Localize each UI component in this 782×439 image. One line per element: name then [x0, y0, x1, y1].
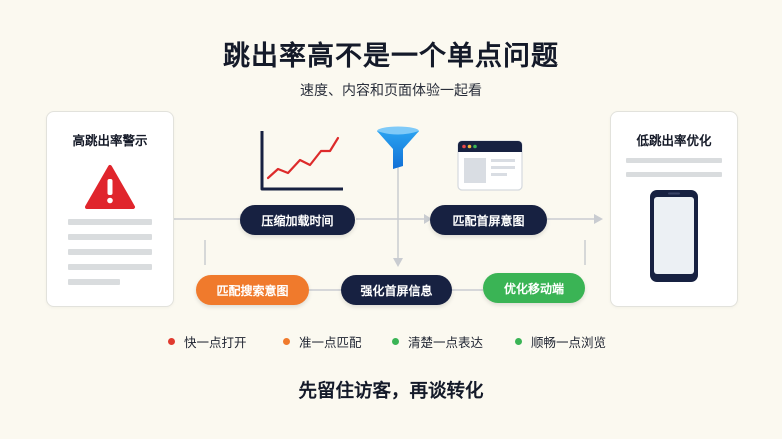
line-chart-icon	[260, 131, 343, 191]
right-card-title: 低跳出率优化	[636, 133, 712, 148]
node-match-above-fold-intent: 匹配首屏意图	[430, 205, 547, 235]
left-card: 高跳出率警示	[46, 111, 174, 307]
node-optimize-mobile: 优化移动端	[483, 273, 585, 303]
smartphone-icon	[650, 190, 698, 282]
legend-label: 快一点打开	[184, 334, 247, 350]
funnel-icon	[377, 126, 419, 169]
legend-item-accurate-match: 准一点匹配	[283, 333, 362, 350]
node-strengthen-above-fold-info: 强化首屏信息	[341, 275, 452, 305]
text-placeholder-line	[626, 158, 722, 163]
text-placeholder-line	[68, 264, 152, 270]
legend-dot	[283, 337, 290, 345]
legend-label: 清楚一点表达	[408, 334, 484, 350]
legend-dot	[392, 337, 399, 345]
legend-label: 准一点匹配	[299, 334, 362, 350]
browser-window-icon	[457, 140, 523, 191]
node-compress-load-time: 压缩加载时间	[240, 205, 355, 235]
legend-dot	[515, 337, 522, 345]
page-title: 跳出率高不是一个单点问题	[223, 41, 559, 72]
text-placeholder-line	[68, 279, 120, 285]
page-subtitle: 速度、内容和页面体验一起看	[300, 83, 482, 99]
legend-item-fast-open: 快一点打开	[168, 333, 247, 350]
warning-icon	[85, 165, 135, 209]
legend-dot	[168, 337, 175, 345]
footer-tagline: 先留住访客，再谈转化	[298, 381, 484, 402]
legend-label: 顺畅一点浏览	[531, 334, 607, 350]
text-placeholder-line	[68, 219, 152, 225]
legend-item-clear-expression: 清楚一点表达	[392, 333, 484, 350]
legend-item-smooth-browsing: 顺畅一点浏览	[515, 333, 607, 350]
text-placeholder-line	[68, 249, 152, 255]
right-card: 低跳出率优化	[610, 111, 738, 307]
left-card-title: 高跳出率警示	[72, 133, 148, 148]
node-match-search-intent: 匹配搜索意图	[196, 275, 309, 305]
text-placeholder-line	[626, 172, 722, 177]
text-placeholder-line	[68, 234, 152, 240]
